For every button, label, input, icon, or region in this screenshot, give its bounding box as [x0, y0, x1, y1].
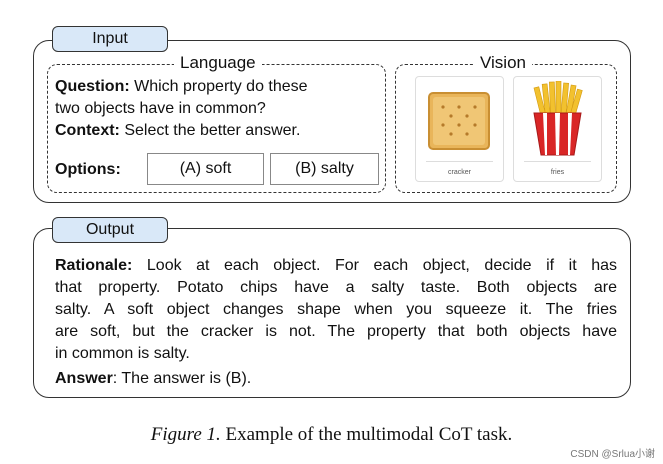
cracker-divider — [426, 161, 493, 162]
context-label: Context: — [55, 122, 120, 139]
answer-line: Answer: The answer is (B). — [55, 368, 251, 390]
rationale-line-1: Rationale: Look at each object. For each… — [55, 255, 617, 277]
context-line: Context: Select the better answer. — [55, 120, 300, 142]
language-title: Language — [174, 53, 262, 73]
cracker-icon — [428, 92, 490, 150]
rationale-label: Rationale: — [55, 257, 133, 274]
question-label: Question: — [55, 78, 130, 95]
rationale-line-5: in common is salty. — [55, 345, 190, 362]
rationale-line-3: salty. A soft object changes shape when … — [55, 301, 617, 318]
cracker-caption: cracker — [448, 169, 471, 176]
rationale-line-2: that property. Potato chips have a salty… — [55, 279, 617, 296]
cracker-card: cracker — [415, 76, 504, 182]
question-text: Which property do these — [134, 78, 308, 95]
question-line-1: Question: Which property do these — [55, 76, 308, 98]
option-b[interactable]: (B) salty — [270, 153, 379, 185]
figure-caption: Figure 1. Example of the multimodal CoT … — [0, 424, 663, 446]
answer-label: Answer — [55, 370, 113, 387]
question-line-2: two objects have in common? — [55, 100, 266, 117]
context-text: Select the better answer. — [124, 122, 301, 139]
option-a[interactable]: (A) soft — [147, 153, 264, 185]
rationale-text-1: Look at each object. For each object, de… — [146, 257, 617, 274]
options-label: Options: — [55, 161, 121, 178]
fries-icon — [533, 81, 583, 156]
output-tag: Output — [52, 217, 168, 243]
output-panel — [33, 228, 631, 398]
figure-label: Figure 1. — [150, 424, 221, 445]
rationale-line-4: are soft, but the cracker is not. The pr… — [55, 323, 617, 340]
vision-title: Vision — [474, 53, 532, 73]
fries-card: fries — [513, 76, 602, 182]
answer-text: : The answer is (B). — [112, 370, 252, 387]
figure-caption-text: Example of the multimodal CoT task. — [225, 424, 513, 445]
fries-caption: fries — [550, 169, 565, 176]
fries-divider — [524, 161, 591, 162]
watermark: CSDN @Srlua小谢 — [570, 449, 655, 460]
input-tag: Input — [52, 26, 168, 52]
